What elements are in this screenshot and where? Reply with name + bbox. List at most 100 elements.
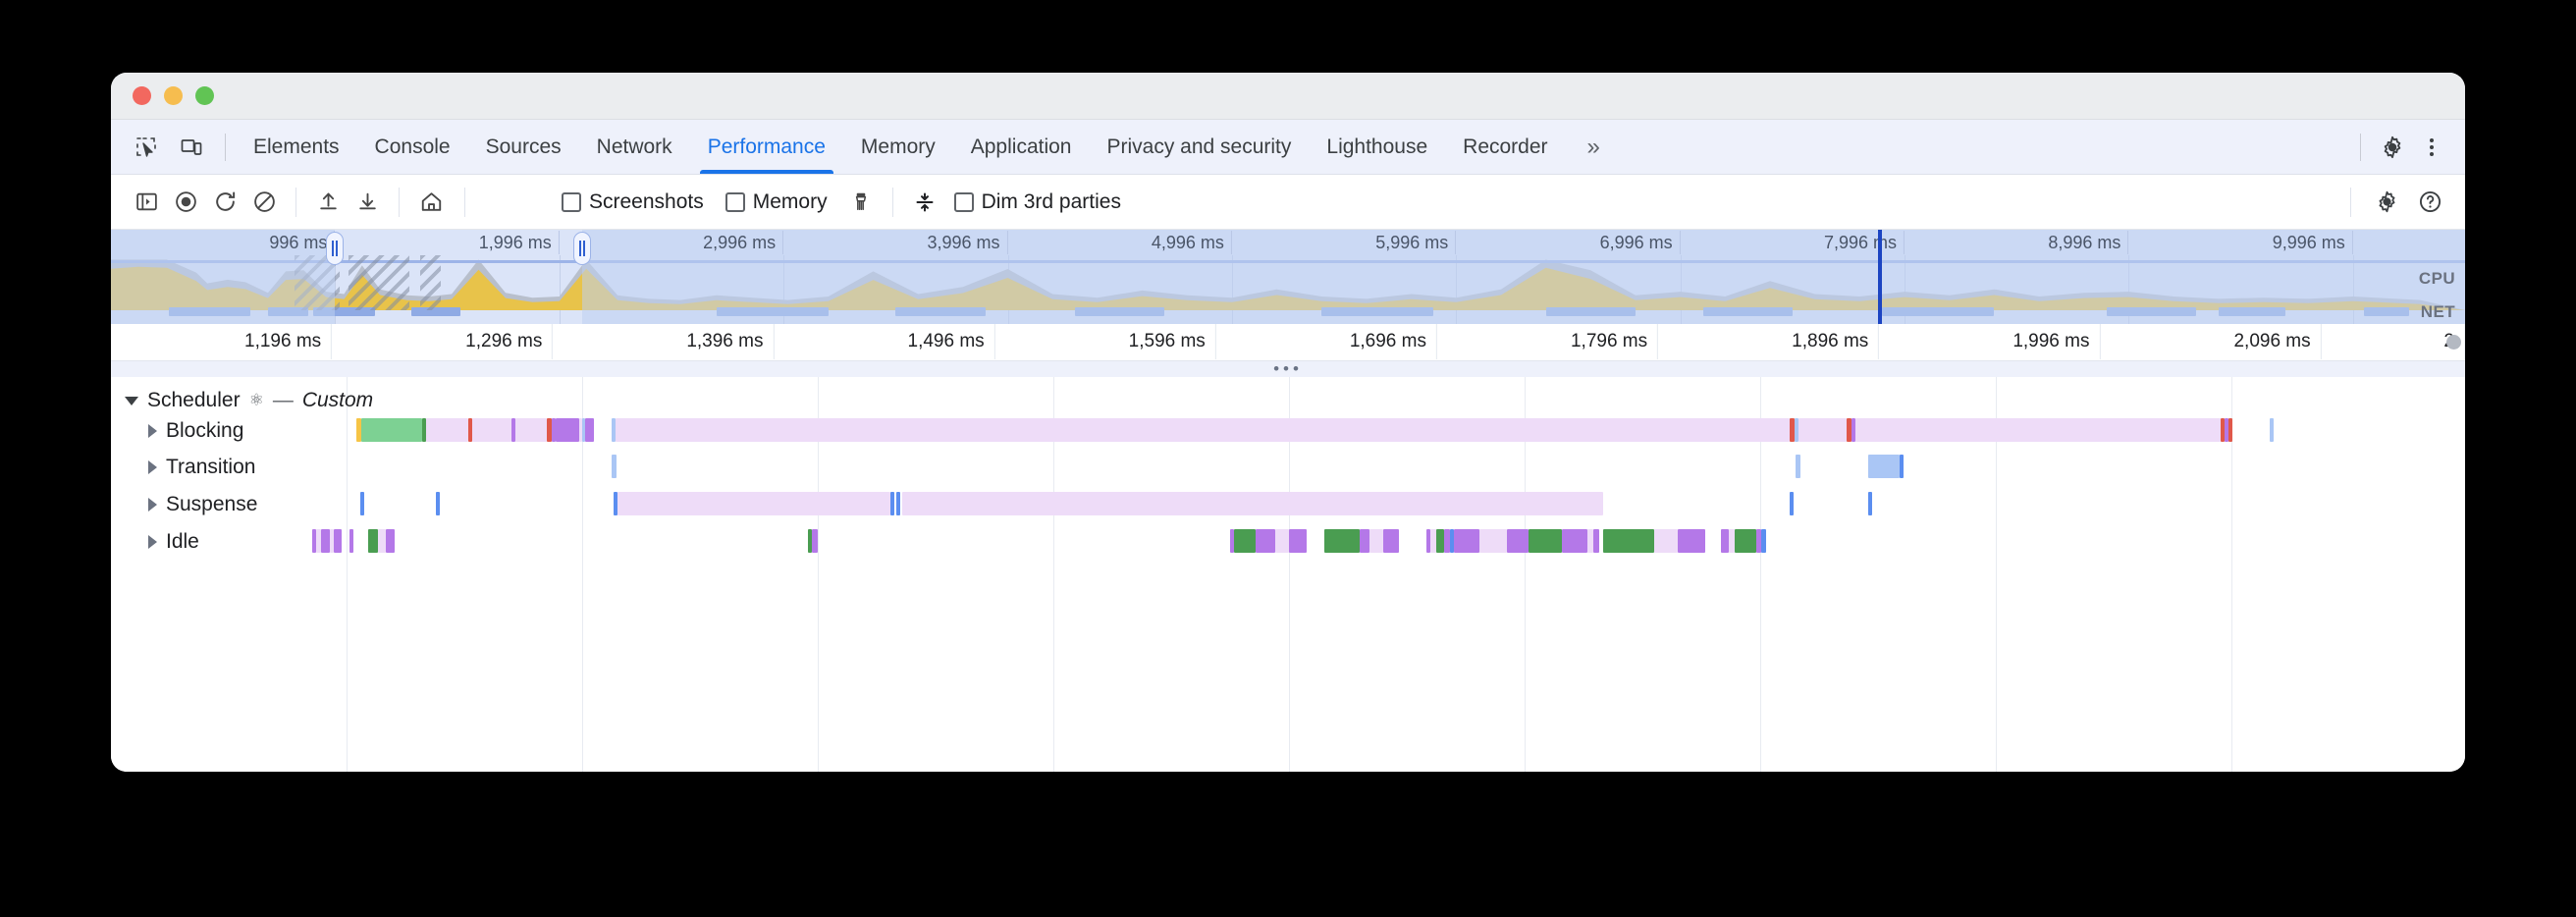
track-blocking[interactable]: Blocking: [111, 418, 2465, 444]
tab-network[interactable]: Network: [579, 120, 690, 174]
flame-bar[interactable]: [330, 529, 334, 553]
flame-bar[interactable]: [612, 455, 617, 478]
flame-bar[interactable]: [1868, 455, 1900, 478]
flame-bar[interactable]: [547, 418, 552, 442]
flame-bar[interactable]: [360, 492, 364, 515]
flame-bar[interactable]: [1289, 529, 1307, 553]
flame-bar[interactable]: [585, 418, 594, 442]
upload-profile-button[interactable]: [308, 183, 348, 222]
flame-bar[interactable]: [378, 529, 386, 553]
flame-bar[interactable]: [1479, 529, 1507, 553]
track-group-scheduler[interactable]: Scheduler ⚛ — Custom: [125, 389, 373, 412]
tab-recorder[interactable]: Recorder: [1445, 120, 1565, 174]
flame-bar[interactable]: [1369, 529, 1383, 553]
tab-application[interactable]: Application: [953, 120, 1090, 174]
collapse-tracks-icon[interactable]: [905, 183, 944, 222]
panel-resizer-handle[interactable]: •••: [111, 360, 2465, 377]
flame-bar[interactable]: [1234, 529, 1256, 553]
tab-memory[interactable]: Memory: [843, 120, 953, 174]
close-window-button[interactable]: [133, 86, 151, 105]
flame-bar[interactable]: [368, 529, 378, 553]
chevron-right-icon[interactable]: [148, 460, 157, 474]
flame-bar[interactable]: [436, 492, 440, 515]
flame-bar[interactable]: [2225, 418, 2228, 442]
flame-chart[interactable]: Scheduler ⚛ — Custom Blocking Transition…: [111, 377, 2465, 772]
flame-bar[interactable]: [1900, 455, 1904, 478]
track-idle[interactable]: Idle: [111, 529, 2465, 555]
flame-bar[interactable]: [1450, 529, 1454, 553]
flame-bar[interactable]: [334, 529, 342, 553]
flame-bar[interactable]: [1790, 418, 1795, 442]
screenshots-checkbox[interactable]: Screenshots: [562, 190, 704, 214]
flame-bar[interactable]: [2221, 418, 2225, 442]
flame-bar[interactable]: [472, 418, 511, 442]
flame-bar[interactable]: [426, 418, 468, 442]
flame-bar[interactable]: [1430, 529, 1436, 553]
record-button[interactable]: [166, 183, 205, 222]
maximize-window-button[interactable]: [195, 86, 214, 105]
settings-gear-icon[interactable]: [2375, 130, 2410, 165]
inspect-element-icon[interactable]: [129, 130, 164, 165]
device-toolbar-icon[interactable]: [174, 130, 209, 165]
flame-bar[interactable]: [511, 418, 515, 442]
flame-bar[interactable]: [1444, 529, 1450, 553]
flame-bar[interactable]: [812, 529, 818, 553]
more-options-icon[interactable]: [2414, 130, 2449, 165]
dim-3rd-parties-checkbox[interactable]: Dim 3rd parties: [953, 190, 1121, 214]
collect-garbage-icon[interactable]: [841, 183, 881, 222]
flame-bar[interactable]: [1275, 529, 1289, 553]
download-profile-button[interactable]: [348, 183, 387, 222]
tab-performance[interactable]: Performance: [690, 120, 843, 174]
flame-bar[interactable]: [1562, 529, 1587, 553]
flame-bar[interactable]: [1593, 529, 1599, 553]
track-transition[interactable]: Transition: [111, 455, 2465, 480]
chevron-right-icon[interactable]: [148, 424, 157, 438]
flame-bar[interactable]: [556, 418, 579, 442]
flame-bar[interactable]: [1324, 529, 1360, 553]
flame-bar[interactable]: [1454, 529, 1479, 553]
flame-bar[interactable]: [1256, 529, 1275, 553]
chevron-right-icon[interactable]: [148, 498, 157, 512]
flame-bar[interactable]: [1230, 529, 1234, 553]
flame-bar[interactable]: [515, 418, 547, 442]
flame-bar[interactable]: [468, 418, 472, 442]
tab-console[interactable]: Console: [357, 120, 468, 174]
help-icon[interactable]: [2410, 183, 2449, 222]
flame-bar[interactable]: [616, 418, 1790, 442]
chevron-down-icon[interactable]: [125, 396, 138, 405]
flame-bar[interactable]: [1721, 529, 1729, 553]
capture-settings-gear-icon[interactable]: [2367, 183, 2406, 222]
flame-bar[interactable]: [614, 492, 617, 515]
flame-bar[interactable]: [1383, 529, 1399, 553]
flame-bar[interactable]: [2270, 418, 2274, 442]
flame-bar[interactable]: [386, 529, 395, 553]
flame-bar[interactable]: [890, 492, 894, 515]
flame-bar[interactable]: [1603, 529, 1654, 553]
flame-bar[interactable]: [552, 418, 556, 442]
flame-bar[interactable]: [321, 529, 330, 553]
flame-bar[interactable]: [1529, 529, 1562, 553]
toggle-sidebar-button[interactable]: [127, 183, 166, 222]
tab-elements[interactable]: Elements: [236, 120, 357, 174]
flame-bar[interactable]: [1790, 492, 1794, 515]
flame-bar[interactable]: [1735, 529, 1756, 553]
flame-bar[interactable]: [808, 529, 812, 553]
selection-handle-right[interactable]: [572, 232, 591, 265]
chevron-right-icon[interactable]: [148, 535, 157, 549]
flame-bar[interactable]: [1678, 529, 1705, 553]
flame-bar[interactable]: [349, 529, 353, 553]
more-tabs-icon[interactable]: »: [1566, 120, 1622, 174]
flame-bar[interactable]: [422, 418, 426, 442]
flame-bar[interactable]: [617, 492, 890, 515]
tab-sources[interactable]: Sources: [468, 120, 579, 174]
flame-bar[interactable]: [1507, 529, 1529, 553]
memory-checkbox[interactable]: Memory: [724, 190, 828, 214]
flame-bar[interactable]: [1868, 492, 1872, 515]
flame-bar[interactable]: [1798, 418, 1847, 442]
flame-bar[interactable]: [356, 418, 361, 442]
flame-bar[interactable]: [361, 418, 422, 442]
flame-bar[interactable]: [1729, 529, 1735, 553]
flame-bar[interactable]: [1360, 529, 1369, 553]
flame-bar[interactable]: [1436, 529, 1444, 553]
flame-bar[interactable]: [1795, 418, 1798, 442]
